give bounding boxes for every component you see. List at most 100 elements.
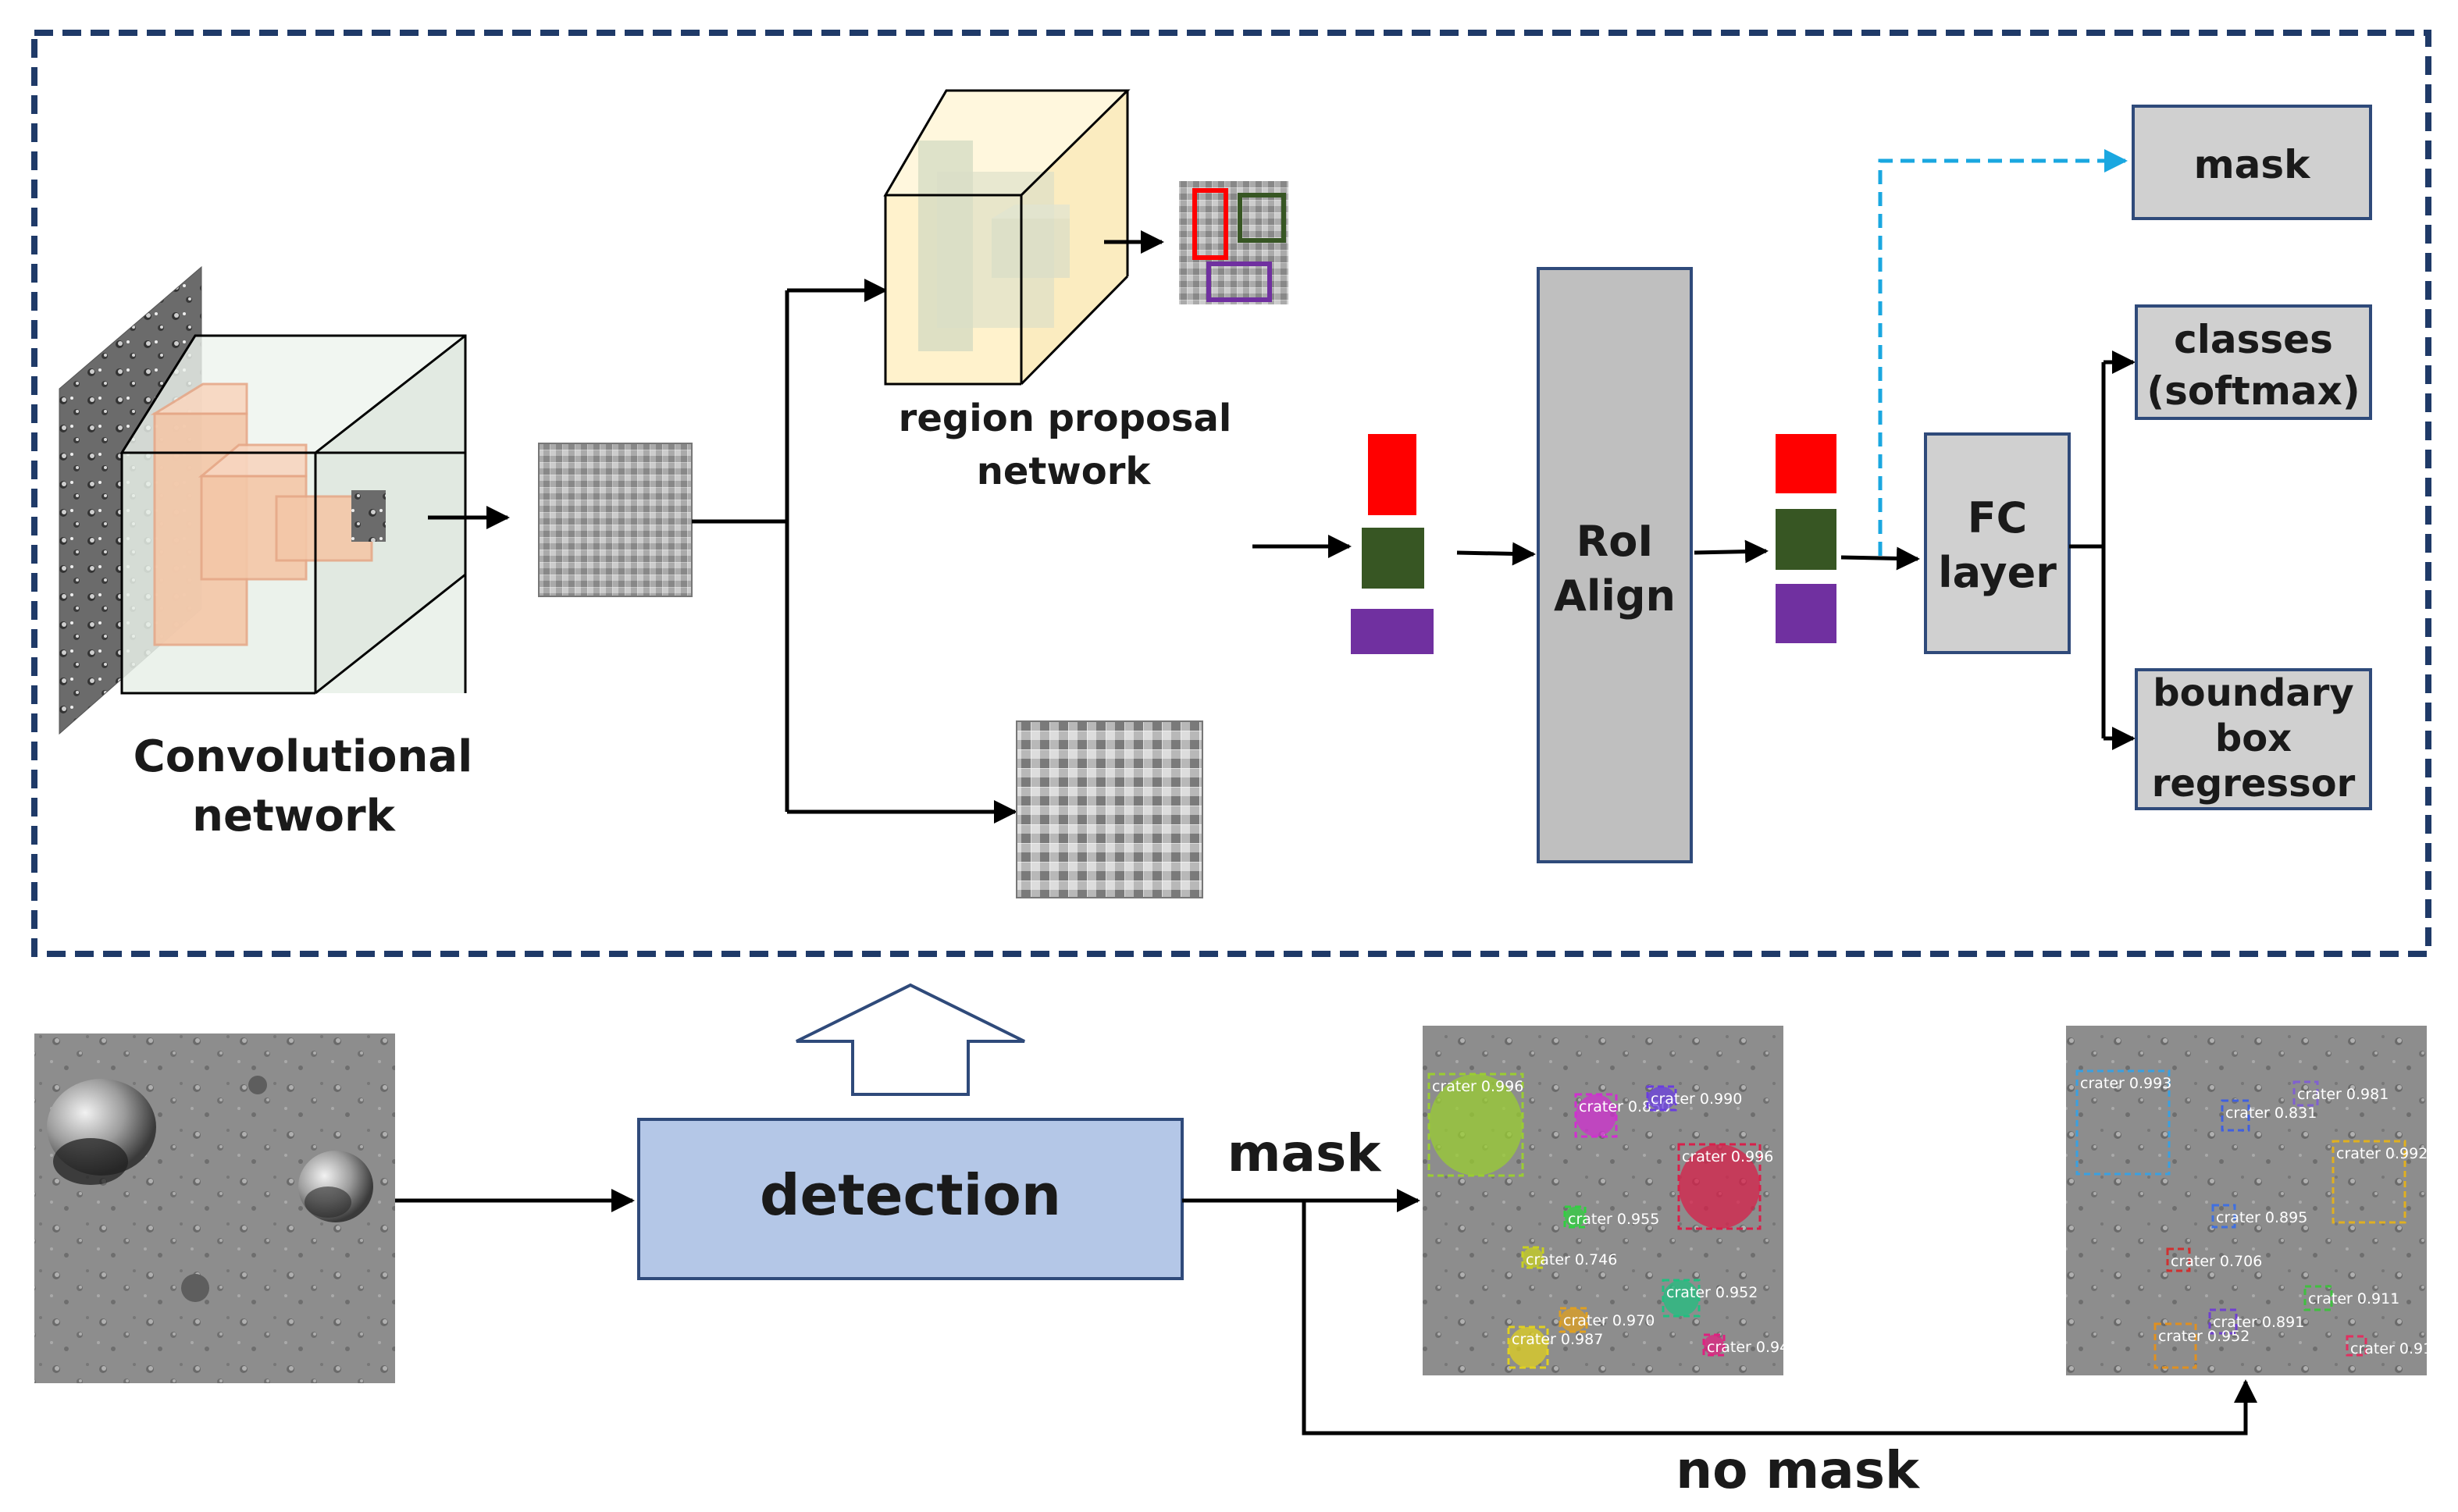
fc-label-line1: FC — [1968, 493, 2028, 543]
conv-network-cube — [119, 334, 467, 695]
masked-detection: crater 0.990 — [1646, 1085, 1742, 1112]
detection-score-label: crater 0.94 — [1707, 1339, 1789, 1356]
feature-map — [538, 443, 693, 597]
detection-mask — [1663, 1280, 1699, 1316]
detection-score-label: crater 0.952 — [1666, 1284, 1758, 1301]
detection-box-outline — [1662, 1279, 1701, 1318]
detection-score-label: crater 0.952 — [2158, 1328, 2250, 1345]
detection-mask — [1429, 1074, 1523, 1176]
detection-box — [637, 1118, 1184, 1280]
detection-score-label: crater 0.970 — [1563, 1312, 1655, 1329]
arrow-to-roi-align — [1456, 542, 1536, 566]
conv-label-line2: network — [192, 791, 396, 841]
detection-score-label: crater 0.990 — [1651, 1090, 1742, 1108]
classes-output-box — [2135, 304, 2372, 420]
detection-score-label: crater 0.996 — [1432, 1078, 1523, 1095]
feature-map-2 — [1016, 720, 1203, 898]
nomask-branch-label: no mask — [1676, 1440, 1921, 1500]
box-detection: crater 0.992 — [2332, 1140, 2428, 1224]
rpn-label-line2: network — [977, 450, 1152, 493]
detection-box-outline — [2153, 1322, 2197, 1369]
mask-output-box — [2132, 105, 2372, 220]
masked-detection: crater 0.955 — [1563, 1205, 1659, 1229]
detection-box-outline — [1677, 1143, 1762, 1230]
detection-score-label: crater 0.911 — [2308, 1290, 2399, 1307]
masked-detection: crater 0.746 — [1521, 1246, 1617, 1269]
mask-output-label: mask — [2194, 142, 2312, 187]
detection-label: detection — [760, 1162, 1061, 1228]
detection-box-outline — [1702, 1333, 1726, 1357]
roi-align-label-line2: Align — [1554, 571, 1676, 621]
detection-mask — [1648, 1087, 1676, 1110]
masked-detection: crater 0.970 — [1559, 1307, 1655, 1333]
detection-box-outline — [2166, 1247, 2191, 1272]
mask-branch-label: mask — [1227, 1123, 1383, 1183]
rpn-label-line1: region proposal — [899, 397, 1232, 440]
dashed-arrow-to-mask — [1878, 149, 2128, 556]
detection-score-label: crater 0.895 — [2216, 1209, 2307, 1226]
box-detection: crater 0.706 — [2166, 1247, 2262, 1272]
box-detection: crater 0.895 — [2211, 1204, 2307, 1229]
detection-score-label: crater 0.706 — [2171, 1253, 2262, 1270]
detection-box-outline — [2211, 1204, 2236, 1229]
box-detection: crater 0.911 — [2303, 1285, 2399, 1311]
detection-box-outline — [2346, 1335, 2367, 1357]
detection-box-outline — [2208, 1308, 2238, 1335]
masked-detection: crater 0.94 — [1702, 1333, 1789, 1357]
input-lunar-image — [34, 1033, 395, 1383]
roi-feature-purple — [1351, 609, 1434, 654]
aligned-feature-green — [1776, 509, 1836, 570]
box-detection: crater 0.891 — [2208, 1308, 2304, 1335]
detection-box-outline — [2332, 1140, 2406, 1224]
bbox-label-line3: regressor — [2152, 762, 2356, 806]
detection-score-label: crater 0.955 — [1568, 1211, 1659, 1228]
arrow-detection-to-boxes — [1302, 1201, 2257, 1436]
box-detection: crater 0.831 — [2221, 1099, 2317, 1132]
box-detection: crater 0.952 — [2153, 1322, 2250, 1369]
detection-box-outline — [1563, 1205, 1587, 1229]
classes-label-line1: classes — [2174, 317, 2333, 362]
detection-score-label: crater 0.746 — [1526, 1251, 1617, 1268]
masked-detection: crater 0.996 — [1427, 1073, 1524, 1177]
detection-mask — [1576, 1094, 1616, 1137]
conv-label-line1: Convolutional — [134, 731, 473, 782]
proposal-box-green — [1238, 193, 1286, 243]
roi-align-block — [1537, 267, 1693, 863]
hollow-up-arrow — [796, 983, 1025, 1096]
arrow-roi-to-aligned — [1694, 539, 1769, 564]
box-detection: crater 0.91 — [2346, 1335, 2432, 1357]
detection-score-label: crater 0.996 — [1682, 1148, 1773, 1165]
detection-mask — [1509, 1327, 1548, 1368]
proposal-thumbnail — [1179, 181, 1288, 304]
detection-mask — [1704, 1335, 1724, 1355]
roi-feature-red — [1368, 434, 1416, 515]
detection-box-outline — [1521, 1246, 1544, 1269]
detection-box-outline — [1574, 1093, 1618, 1138]
detection-box-outline — [1646, 1085, 1677, 1112]
proposal-box-red — [1192, 188, 1228, 260]
detection-mask — [1523, 1247, 1543, 1268]
arrow-to-fc — [1840, 546, 1920, 571]
detection-box-outline — [1427, 1073, 1524, 1177]
fc-layer-block — [1924, 432, 2071, 654]
detection-box-outline — [2221, 1099, 2250, 1132]
masked-detection: crater 0.952 — [1662, 1279, 1758, 1318]
detection-score-label: crater 0.992 — [2336, 1145, 2428, 1162]
masked-detection: crater 0.996 — [1677, 1143, 1773, 1230]
proposal-box-purple — [1206, 261, 1272, 302]
detection-mask — [1565, 1207, 1585, 1227]
detection-score-label: crater 0.987 — [1512, 1331, 1603, 1348]
network-frame — [31, 30, 2431, 957]
box-detection: crater 0.993 — [2075, 1069, 2171, 1176]
roi-feature-green — [1362, 528, 1424, 589]
detection-mask — [1560, 1308, 1587, 1332]
detection-box-outline — [1559, 1307, 1588, 1333]
detection-score-label: crater 0.981 — [2297, 1086, 2389, 1103]
rpn-cube — [883, 89, 1131, 386]
roi-align-label-line1: RoI — [1576, 517, 1654, 566]
bbox-label-line1: boundary — [2153, 671, 2353, 715]
detection-score-label: crater 0.891 — [2213, 1314, 2304, 1331]
